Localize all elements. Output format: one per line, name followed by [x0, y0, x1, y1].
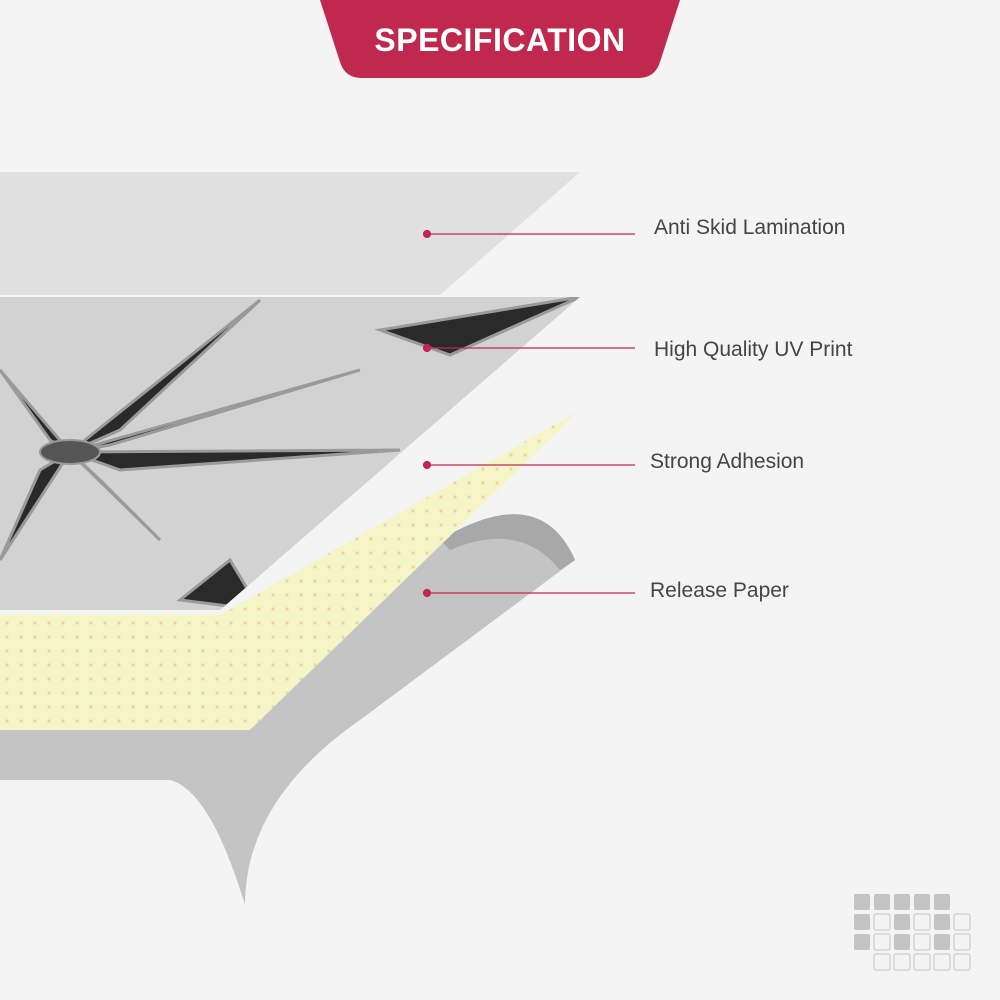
label-release-paper: Release Paper [650, 579, 789, 602]
logo-square [854, 894, 870, 910]
logo-square [854, 914, 870, 930]
leader-dot [422, 588, 432, 598]
logo-square [913, 913, 931, 931]
label-anti-skid-lamination: Anti Skid Lamination [654, 216, 846, 239]
logo-square [854, 934, 870, 950]
logo-square [913, 933, 931, 951]
logo-square [934, 934, 950, 950]
label-strong-adhesion: Strong Adhesion [650, 450, 805, 473]
logo-square [953, 933, 971, 951]
leader-dot [422, 229, 432, 239]
lamination-layer [0, 172, 580, 295]
header-banner: SPECIFICATION [320, 0, 680, 78]
leader-dot [422, 343, 432, 353]
logo-square [934, 914, 950, 930]
logo-square [934, 894, 950, 910]
release-paper-layer [0, 514, 575, 905]
label-uv-print: High Quality UV Print [654, 338, 853, 361]
logo-square [933, 953, 951, 971]
banner-shape [320, 0, 680, 78]
logo-square [874, 894, 890, 910]
logo-square [873, 913, 891, 931]
adhesion-layer [0, 410, 580, 730]
page-title: SPECIFICATION [374, 22, 626, 58]
logo-square [913, 953, 931, 971]
logo-square [894, 914, 910, 930]
leader-dot [422, 460, 432, 470]
logo-square [894, 934, 910, 950]
logo-square [893, 953, 911, 971]
logo-square [873, 953, 891, 971]
logo-square [894, 894, 910, 910]
logo-square [953, 913, 971, 931]
logo-square [953, 953, 971, 971]
logo-square [914, 894, 930, 910]
brand-logo-grid [854, 894, 971, 971]
logo-square [873, 933, 891, 951]
